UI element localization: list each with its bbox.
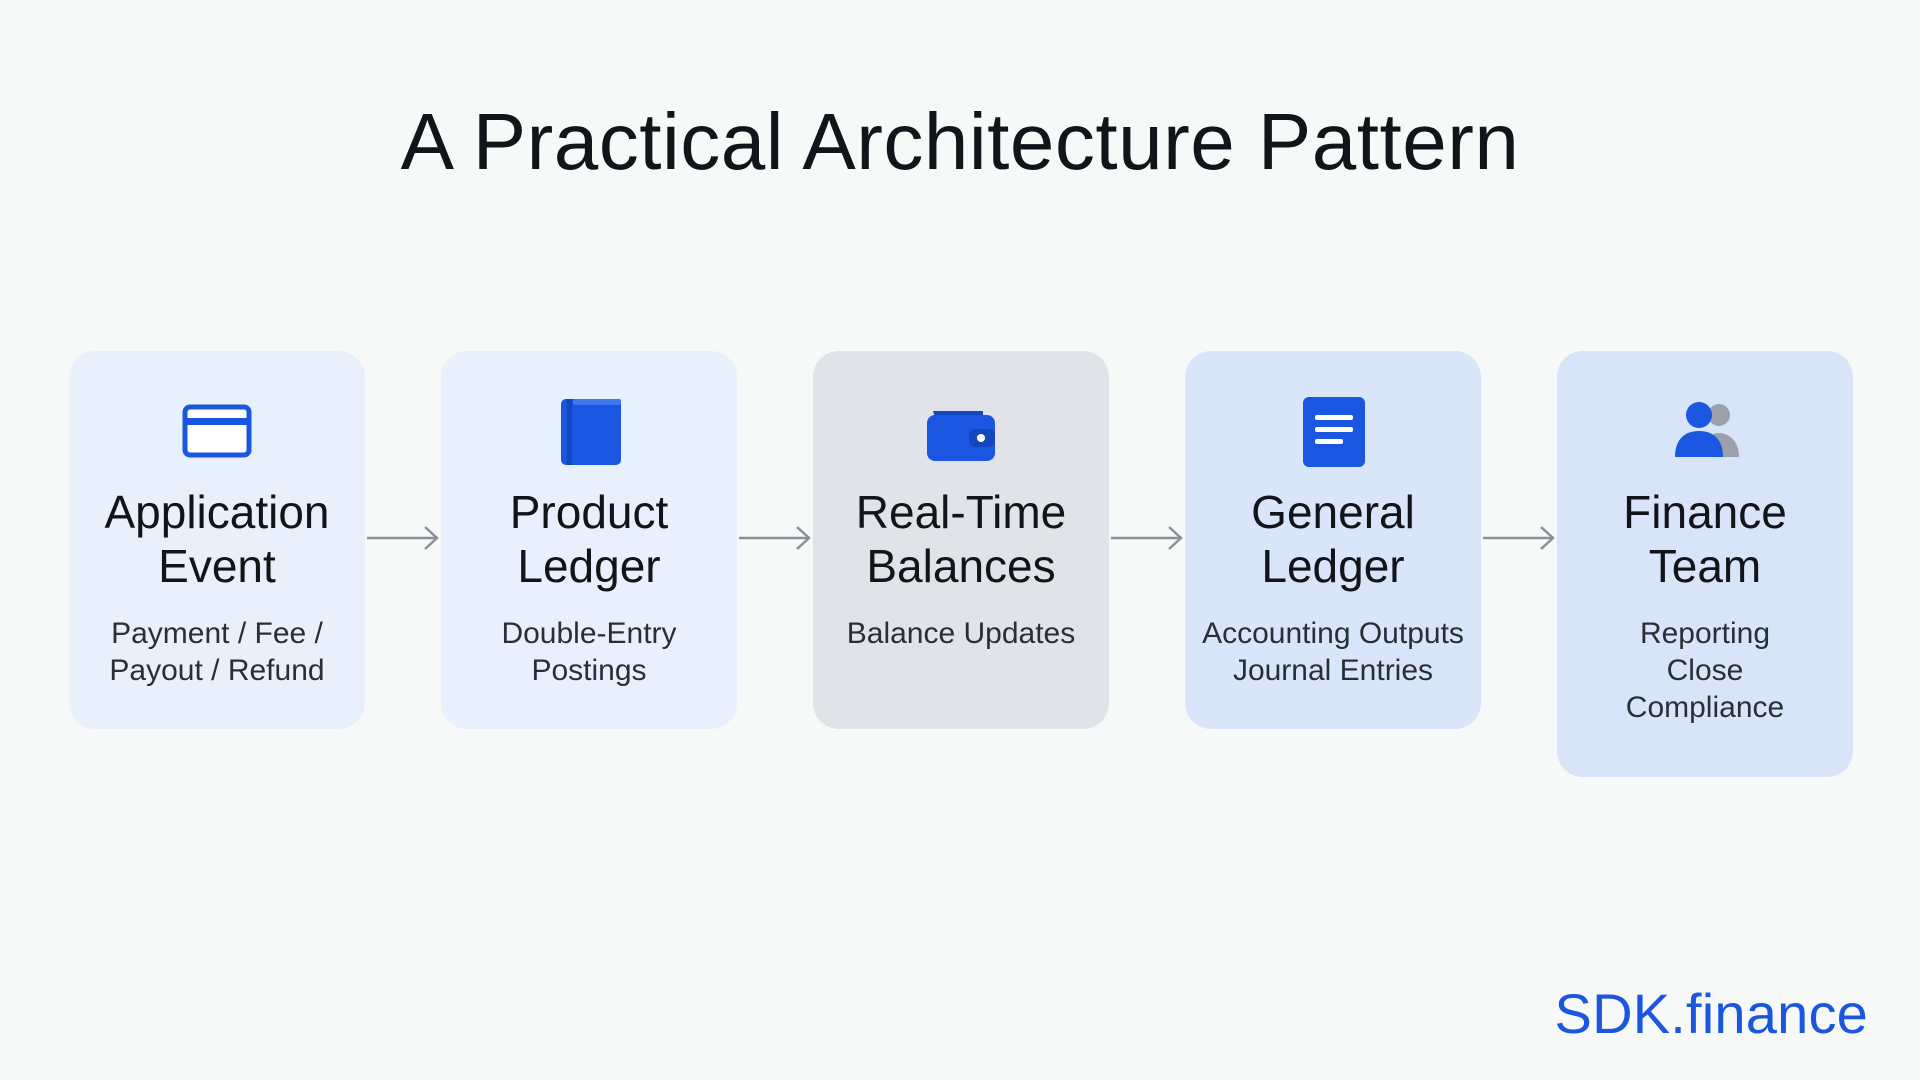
step-card-general-ledger: General Ledger Accounting Outputs Journa… xyxy=(1185,351,1481,729)
arrow-right-icon xyxy=(1483,526,1555,550)
step-card-product-ledger: Product Ledger Double-Entry Postings xyxy=(441,351,737,729)
page-title: A Practical Architecture Pattern xyxy=(400,97,1520,186)
step-heading: Product Ledger xyxy=(509,486,669,592)
document-icon xyxy=(1297,395,1369,467)
step-heading: Finance Team xyxy=(1623,486,1787,592)
brand-logo: SDK.finance xyxy=(1554,982,1868,1045)
step-card-real-time-balances: Real-Time Balances Balance Updates xyxy=(813,351,1109,729)
step-description: Balance Updates xyxy=(846,617,1076,650)
arrow-right-icon xyxy=(367,526,439,550)
step-description: Reporting Close Compliance xyxy=(1625,617,1785,724)
credit-card-icon xyxy=(181,395,253,467)
step-card-finance-team: Finance Team Reporting Close Compliance xyxy=(1557,351,1853,777)
book-icon xyxy=(553,395,625,467)
step-heading: Application Event xyxy=(104,486,330,592)
users-icon xyxy=(1669,395,1741,467)
step-description: Payment / Fee / Payout / Refund xyxy=(109,617,325,687)
step-description: Double-Entry Postings xyxy=(501,617,677,687)
step-description: Accounting Outputs Journal Entries xyxy=(1202,617,1464,687)
step-heading: General Ledger xyxy=(1251,486,1415,592)
architecture-flow: Application Event Payment / Fee / Payout… xyxy=(69,351,1853,781)
step-heading: Real-Time Balances xyxy=(855,486,1067,592)
arrow-right-icon xyxy=(739,526,811,550)
arrow-right-icon xyxy=(1111,526,1183,550)
step-card-application-event: Application Event Payment / Fee / Payout… xyxy=(69,351,365,729)
wallet-icon xyxy=(925,395,997,467)
